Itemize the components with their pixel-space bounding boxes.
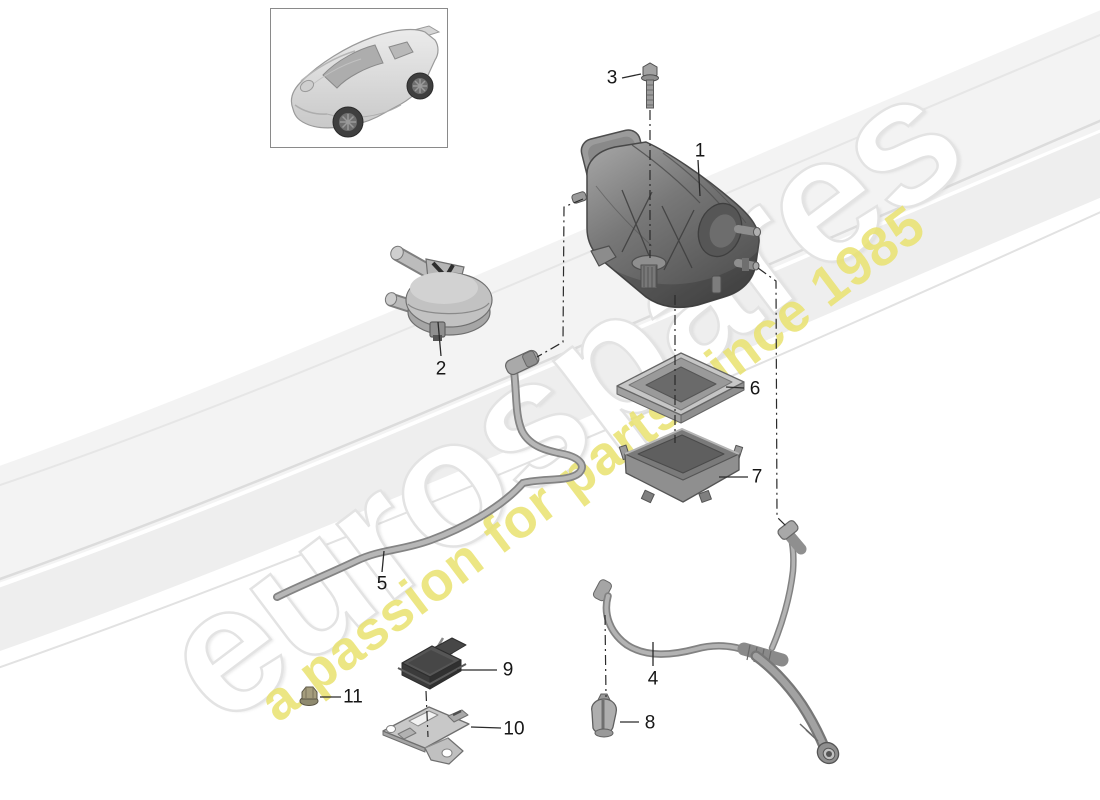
part-filter-housing — [618, 428, 744, 504]
part-label-4[interactable]: 4 — [647, 668, 659, 690]
leader-lines — [320, 73, 748, 729]
part-purge-valve — [384, 245, 493, 341]
vehicle-thumbnail-box — [270, 8, 448, 148]
part-branched-vent-hose — [592, 520, 840, 765]
part-label-3[interactable]: 3 — [606, 67, 618, 89]
porsche-911-thumbnail — [290, 25, 441, 138]
part-hex-nut — [299, 686, 319, 706]
part-label-1[interactable]: 1 — [694, 140, 706, 162]
part-filter-element — [616, 352, 745, 424]
part-label-2[interactable]: 2 — [435, 358, 447, 380]
part-hex-flange-bolt — [641, 62, 659, 109]
part-fuel-vapour-canister — [571, 129, 761, 309]
part-label-6[interactable]: 6 — [749, 378, 761, 400]
part-label-5[interactable]: 5 — [376, 573, 388, 595]
assembly-axis-lines — [425, 110, 789, 738]
part-label-8[interactable]: 8 — [644, 712, 656, 734]
part-label-10[interactable]: 10 — [503, 718, 525, 740]
part-retaining-clip — [591, 693, 618, 738]
part-sensor-module — [397, 637, 467, 690]
part-label-11[interactable]: 11 — [343, 686, 363, 708]
part-mounting-bracket — [382, 706, 470, 765]
part-label-9[interactable]: 9 — [502, 659, 514, 681]
part-formed-vent-pipe — [273, 349, 586, 601]
part-label-7[interactable]: 7 — [751, 466, 763, 488]
